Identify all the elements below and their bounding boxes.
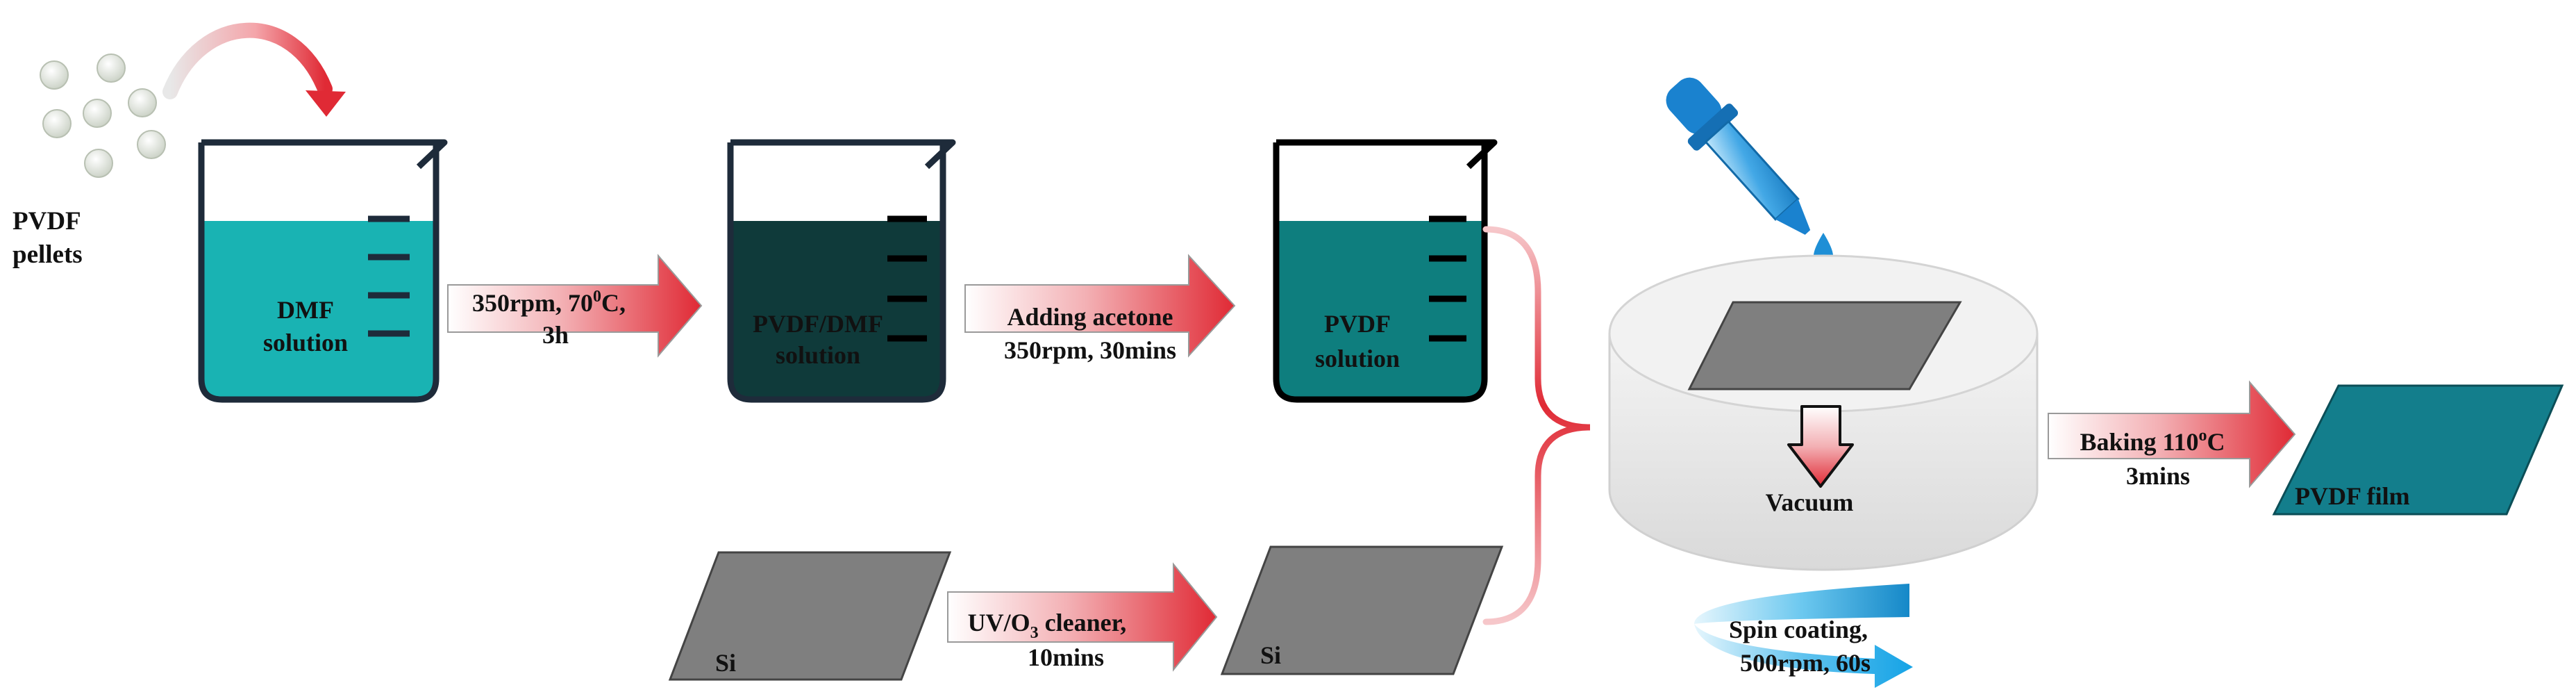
beaker3-label-line2: solution [1315, 345, 1400, 372]
beaker1-label-line2: solution [263, 329, 348, 356]
pellet [137, 130, 166, 159]
arrow4-label-line1: Baking 110oC [2080, 427, 2225, 456]
pellets-label-line1: PVDF [12, 207, 81, 236]
vacuum-label: Vacuum [1766, 488, 1854, 516]
si-substrate-cleaned [1220, 545, 1504, 675]
si-substrate-raw [668, 551, 952, 681]
pellet [40, 60, 69, 90]
arrow1-label-line2: 3h [542, 321, 569, 349]
pellet [83, 99, 112, 128]
beaker-pvdf [1273, 139, 1498, 403]
beaker3-label-line1: PVDF [1324, 310, 1391, 338]
arrow-step3 [947, 562, 1218, 672]
spin-label-line2: 500rpm, 60s [1740, 649, 1871, 677]
arrow3-label-line1: UV/O3 cleaner, [968, 609, 1127, 642]
spin-arrow-icon [1694, 584, 1913, 688]
curved-pour-arrow [162, 22, 346, 117]
arrow-step2 [964, 254, 1236, 358]
arrow-step4 [2048, 380, 2296, 488]
beaker2-label-line1: PVDF/DMF [753, 310, 883, 338]
substrate-on-chuck [1687, 301, 1962, 390]
pellet [97, 54, 126, 83]
spin-label-line1: Spin coating, [1729, 616, 1868, 643]
pellets-label-line2: pellets [12, 240, 83, 269]
pvdf-pellets [40, 54, 166, 178]
pellet [84, 149, 113, 178]
merge-brace [1482, 226, 1591, 625]
vacuum-arrow [1787, 405, 1854, 488]
beaker2-label-line2: solution [776, 341, 860, 369]
arrow4-label-line2: 3mins [2126, 462, 2190, 490]
pellet [128, 88, 157, 117]
arrow2-label-line2: 350rpm, 30mins [1004, 336, 1176, 364]
dropper-icon [1666, 77, 1833, 265]
si-left-label: Si [715, 649, 736, 677]
arrow1-label-line1: 350rpm, 700C, [472, 288, 626, 317]
beaker-dmf [198, 139, 448, 403]
arrow3-label-line2: 10mins [1028, 643, 1104, 671]
arrow2-label-line1: Adding acetone [1007, 303, 1173, 331]
arrow-step1 [447, 254, 703, 358]
film-label: PVDF film [2295, 482, 2410, 510]
beaker1-label-line1: DMF [277, 296, 334, 324]
pvdf-film [2272, 384, 2564, 516]
si-right-label: Si [1260, 641, 1281, 669]
pellet [42, 109, 72, 138]
beaker-pvdf-dmf [727, 139, 956, 403]
